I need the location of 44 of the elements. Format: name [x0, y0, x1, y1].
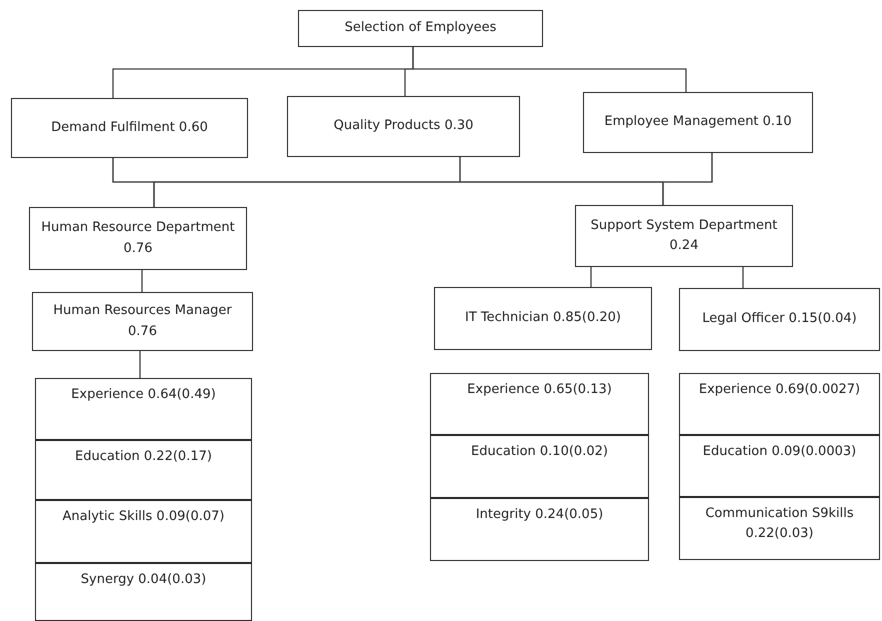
node-label: Support System Department 0.24	[590, 216, 778, 255]
criterion-cell	[35, 378, 252, 440]
hierarchy-box	[11, 98, 248, 158]
hierarchy-box	[679, 288, 880, 351]
criterion-text: Education 0.22(0.17)	[75, 448, 212, 466]
node-label: Legal Officer 0.15(0.04)	[702, 310, 857, 328]
criterion-cell	[679, 435, 880, 497]
node-label: Human Resource Department 0.76	[40, 219, 236, 258]
hierarchy-box	[575, 205, 793, 267]
hierarchy-box	[29, 207, 247, 270]
criterion-cell	[35, 563, 252, 621]
node-label: IT Technician 0.85(0.20)	[464, 309, 621, 328]
hierarchy-box	[583, 92, 813, 153]
connector-line	[139, 351, 141, 378]
criterion-text: Synergy 0.04(0.03)	[80, 571, 206, 589]
criterion-text: Education 0.09(0.0003)	[702, 443, 856, 461]
criterion-cell	[430, 435, 649, 498]
criterion-text: Education 0.10(0.02)	[471, 443, 608, 461]
connector-line	[742, 267, 744, 288]
criterion-cell	[679, 497, 880, 560]
criterion-text: Experience 0.64(0.49)	[71, 386, 216, 404]
connector-line	[662, 153, 713, 205]
hierarchy-box	[298, 10, 543, 47]
connector-line	[141, 270, 143, 292]
hierarchy-box	[32, 292, 253, 351]
criterion-text: Communication S9kills 0.22(0.03)	[704, 505, 855, 544]
criterion-cell	[679, 373, 880, 435]
criterion-cell	[430, 373, 649, 435]
criterion-text: Integrity 0.24(0.05)	[476, 506, 604, 524]
connector-line	[590, 267, 592, 287]
node-label: Selection of Employees	[344, 19, 496, 38]
criterion-cell	[35, 500, 252, 563]
criterion-cell	[35, 440, 252, 500]
criterion-text: Analytic Skills 0.09(0.07)	[62, 508, 224, 526]
hierarchy-box	[287, 96, 520, 157]
node-label: Employee Management 0.10	[604, 113, 792, 132]
criterion-text: Experience 0.69(0.0027)	[698, 381, 860, 399]
connector-line	[412, 47, 687, 92]
criterion-text: Experience 0.65(0.13)	[467, 381, 612, 399]
node-label: Human Resources Manager 0.76	[52, 302, 233, 340]
criterion-cell	[430, 498, 649, 561]
node-label: Demand Fulfilment 0.60	[51, 118, 208, 137]
node-label: Quality Products 0.30	[334, 117, 474, 136]
hierarchy-box	[434, 287, 652, 350]
